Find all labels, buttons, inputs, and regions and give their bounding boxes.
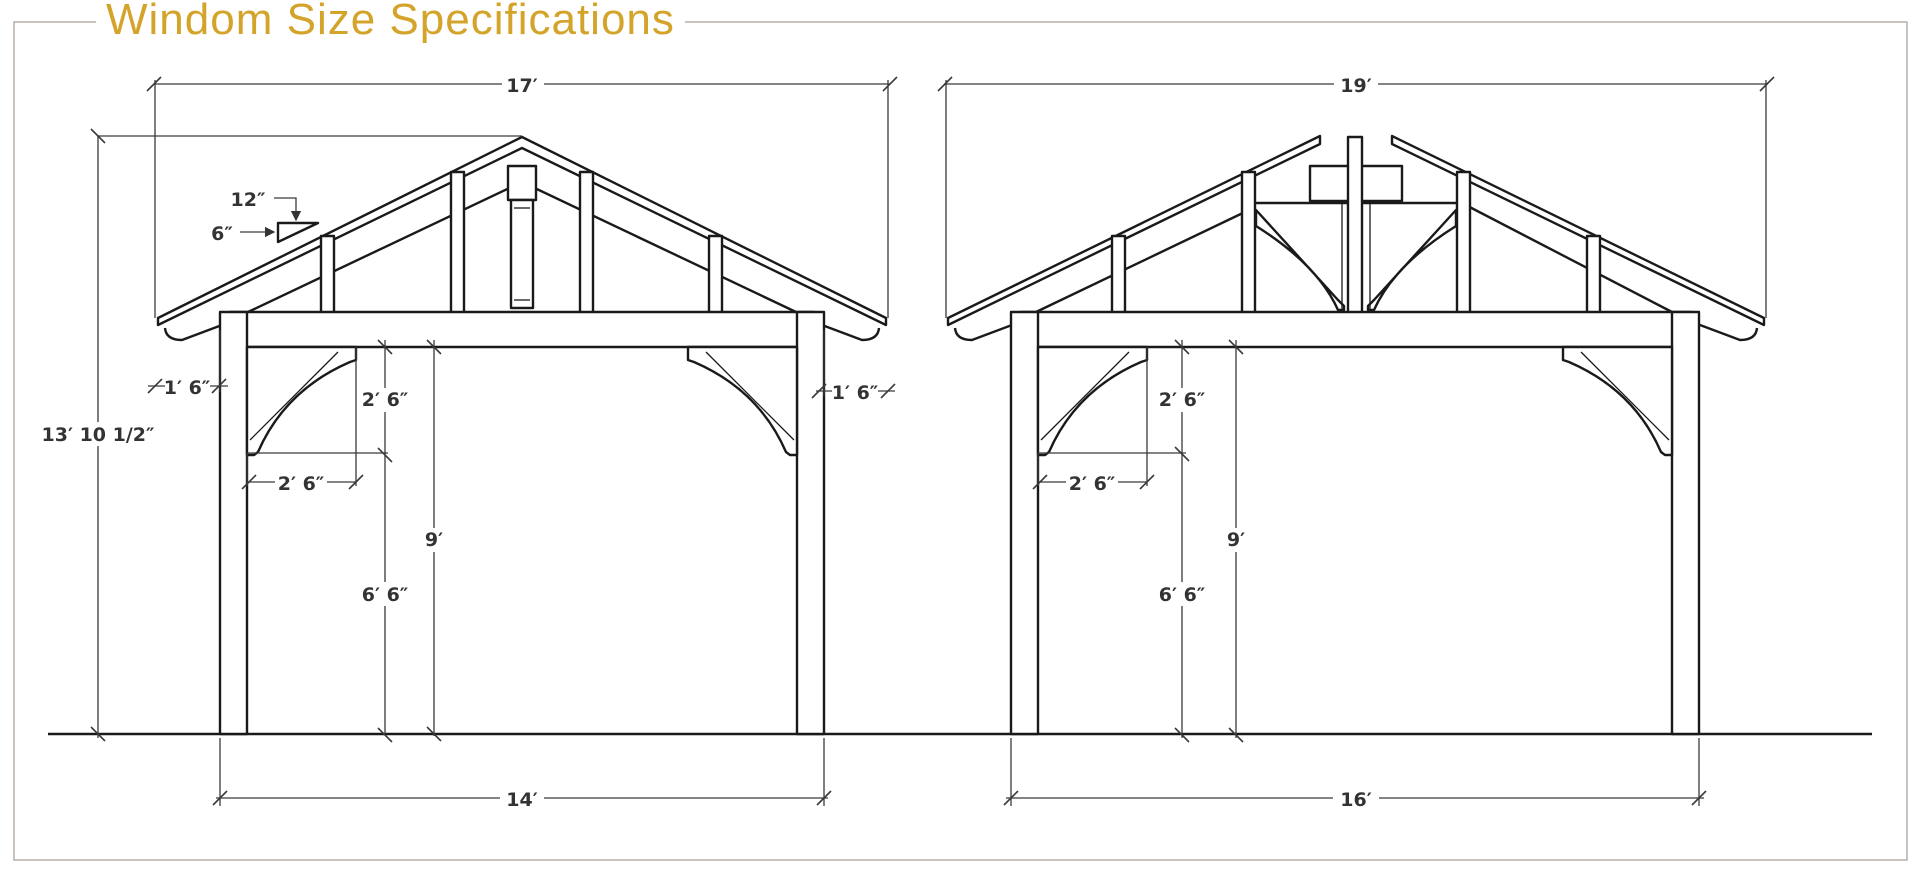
- left-overall-width-label: 17′: [506, 75, 537, 97]
- left-tie-beam: [228, 310, 816, 349]
- right-post-height-label: 9′: [1227, 529, 1245, 551]
- right-purlins: [1110, 170, 1602, 336]
- right-brace-dims: 2′ 6″ 2′ 6″ 6′ 6″: [1032, 339, 1209, 743]
- left-brace-horizontal-label: 2′ 6″: [278, 473, 325, 495]
- right-posts: [1009, 310, 1701, 736]
- right-brace-horizontal-label: 2′ 6″: [1069, 473, 1116, 495]
- roof-pitch-indicator: 12″ 6″: [211, 189, 320, 245]
- right-roof: [946, 134, 1766, 342]
- right-pavilion: 19′ 2′ 6″ 2′ 6″ 6′ 6″ 9′: [937, 73, 1775, 811]
- left-braces: [245, 345, 799, 457]
- right-overall-width-label: 19′: [1340, 75, 1371, 97]
- left-total-height-label: 13′ 10 1/2″: [42, 424, 156, 446]
- left-post-width-label: 14′: [506, 789, 537, 811]
- right-post-height-dim: 9′: [1224, 339, 1248, 743]
- pitch-rise-label: 6″: [211, 223, 233, 245]
- left-clearance-label: 6′ 6″: [362, 584, 409, 606]
- left-roof: [156, 135, 888, 342]
- left-king-post: [506, 164, 538, 310]
- right-overall-width-dim: 19′: [937, 73, 1775, 318]
- right-braces: [1036, 345, 1674, 457]
- left-brace-dims: 2′ 6″ 2′ 6″ 6′ 6″: [241, 339, 412, 743]
- left-brace-vertical-label: 2′ 6″: [362, 389, 409, 411]
- right-brace-vertical-label: 2′ 6″: [1159, 389, 1206, 411]
- right-truss-struts: [1254, 201, 1458, 312]
- left-posts: [218, 310, 826, 736]
- right-clearance-label: 6′ 6″: [1159, 584, 1206, 606]
- left-post-height-label: 9′: [425, 529, 443, 551]
- frame-border: [13, 21, 1908, 861]
- left-overhang-left-label: 1′ 6″: [164, 377, 211, 399]
- right-tie-beam: [1018, 310, 1694, 349]
- right-post-width-label: 16′: [1340, 789, 1371, 811]
- left-overhang-right-label: 1′ 6″: [832, 382, 879, 404]
- left-overhang-dims: 1′ 6″ 1′ 6″: [147, 330, 896, 404]
- left-purlins: [319, 170, 724, 336]
- right-post-width-dim: 16′: [1003, 738, 1707, 811]
- left-post-width-dim: 14′: [212, 738, 832, 811]
- left-post-height-dim: 9′: [422, 339, 446, 742]
- left-total-height-dim: 13′ 10 1/2″: [42, 128, 522, 742]
- page-title: Windom Size Specifications: [96, 0, 685, 46]
- pitch-run-label: 12″: [231, 189, 266, 211]
- left-overall-width-dim: 17′: [146, 73, 898, 318]
- left-pavilion: 17′ 13′ 10 1/2″ 1′ 6″ 1′ 6″: [42, 73, 898, 811]
